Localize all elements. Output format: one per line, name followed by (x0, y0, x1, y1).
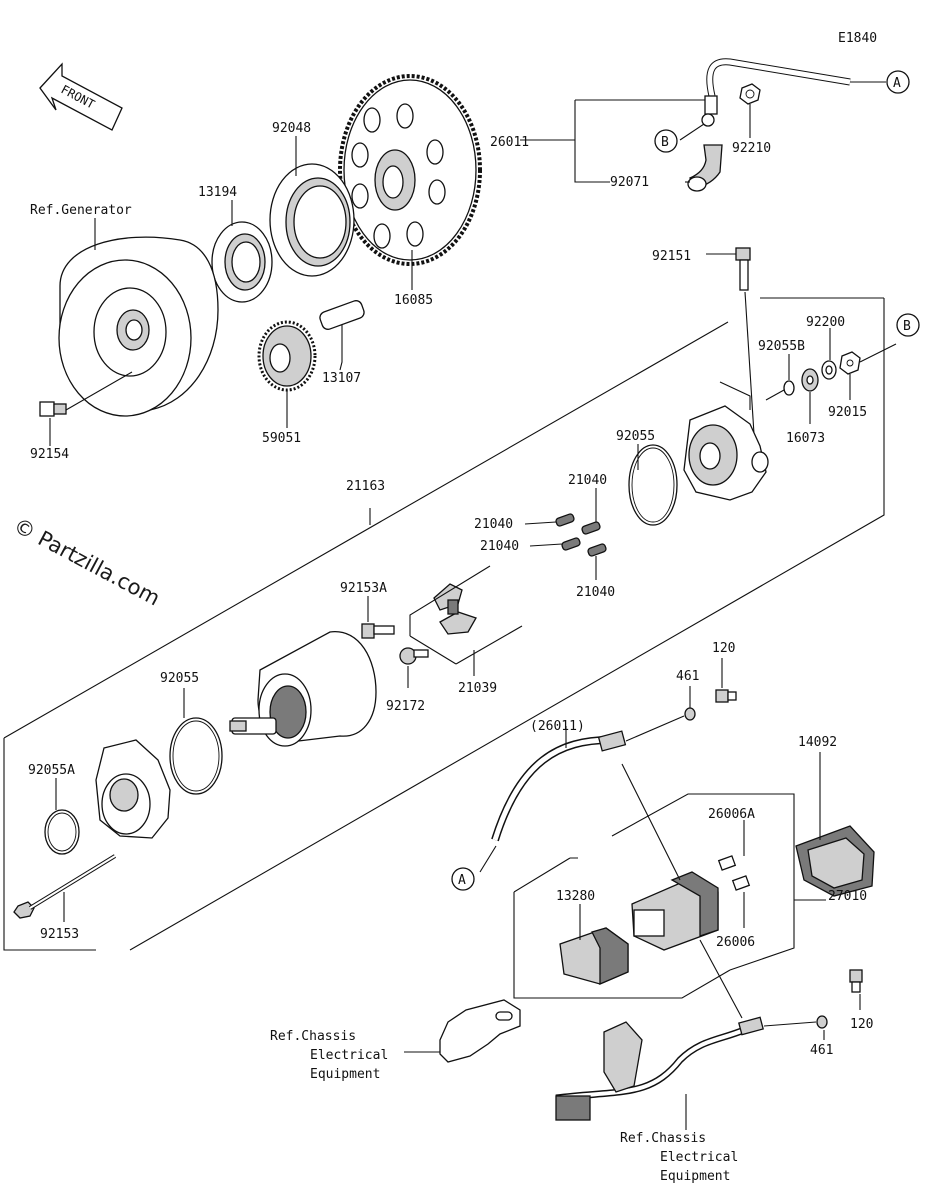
label-461-top: 461 (676, 669, 699, 684)
label-92151: 92151 (652, 249, 691, 264)
o-ring-92055A-icon (44, 809, 80, 855)
label-ref-chassis-2-line1: Ref.Chassis (620, 1131, 706, 1146)
label-92055-bottom: 92055 (160, 671, 199, 686)
long-bolt-92153-icon (13, 854, 117, 919)
label-13194: 13194 (198, 185, 237, 200)
label-120-top: 120 (712, 641, 735, 656)
one-way-clutch-13194-icon (211, 221, 273, 303)
callout-a-bottom: A (451, 867, 475, 891)
bolt-92151-icon (735, 247, 751, 291)
idle-gear-59051-icon (257, 320, 317, 392)
label-21040-a: 21040 (568, 473, 607, 488)
label-120-bottom: 120 (850, 1017, 873, 1032)
fuse-26006-icon (731, 875, 751, 891)
label-92055A: 92055A (28, 763, 75, 778)
clutch-housing-92048-icon (269, 163, 355, 277)
bolt-92153A-icon (361, 623, 395, 639)
svg-text:B: B (661, 135, 669, 150)
bolt-120-bottom-icon (849, 969, 863, 993)
callout-a-top: A (886, 70, 910, 94)
o-ring-92055-bottom-icon (169, 717, 223, 795)
battery-lead-bottom-icon (555, 1016, 764, 1121)
label-461-bottom: 461 (810, 1043, 833, 1058)
label-92154: 92154 (30, 447, 69, 462)
flywheel-generator-icon (58, 236, 219, 417)
label-ref-chassis-2-line3: Equipment (660, 1169, 730, 1184)
figure-code: E1840 (838, 31, 877, 46)
relay-13280-icon (559, 927, 629, 985)
spring-21040-b-icon (581, 521, 601, 535)
spring-21040-d-icon (587, 543, 607, 557)
label-92200: 92200 (806, 315, 845, 330)
spring-21040-c-icon (561, 537, 581, 551)
motor-yoke-icon (229, 631, 377, 747)
label-16073: 16073 (786, 431, 825, 446)
watermark: © Partzilla.com (10, 513, 164, 610)
svg-text:B: B (903, 319, 911, 334)
starter-gear-16085-icon (338, 74, 482, 266)
spring-21040-a-icon (555, 513, 575, 527)
end-cover-front-icon (95, 739, 171, 839)
label-ref-chassis-2-line2: Electrical (660, 1150, 738, 1165)
label-92055-top: 92055 (616, 429, 655, 444)
label-ref-chassis-1-line1: Ref.Chassis (270, 1029, 356, 1044)
label-13107: 13107 (322, 371, 361, 386)
relay-cover-14092-icon (795, 825, 875, 897)
end-cover-rear-icon (683, 405, 769, 501)
label-ref-chassis-1-line2: Electrical (310, 1048, 388, 1063)
starter-relay-27010-icon (631, 871, 719, 951)
label-92153A: 92153A (340, 581, 387, 596)
o-ring-92055-top-icon (628, 444, 678, 526)
nut-92015-icon (839, 351, 861, 375)
label-14092: 14092 (798, 735, 837, 750)
callout-b-top: B (654, 129, 678, 153)
label-21163: 21163 (346, 479, 385, 494)
brush-holder-21039-icon (433, 583, 477, 635)
label-ref-generator: Ref.Generator (30, 203, 132, 218)
label-92055B: 92055B (758, 339, 805, 354)
washer-16073-icon (801, 368, 819, 392)
label-92015: 92015 (828, 405, 867, 420)
label-27010: 27010 (828, 889, 867, 904)
label-92172: 92172 (386, 699, 425, 714)
washer-92200-icon (821, 360, 837, 380)
label-21040-c: 21040 (480, 539, 519, 554)
label-92071: 92071 (610, 175, 649, 190)
callout-b-mid: B (896, 313, 920, 337)
label-21039: 21039 (458, 681, 497, 696)
fuse-26006A-icon (717, 855, 737, 871)
label-26006A: 26006A (708, 807, 755, 822)
label-26011: 26011 (490, 135, 529, 150)
label-92153: 92153 (40, 927, 79, 942)
label-26006: 26006 (716, 935, 755, 950)
label-16085: 16085 (394, 293, 433, 308)
relay-bracket-icon (439, 999, 521, 1063)
svg-text:A: A (893, 76, 901, 91)
bolt-92154-icon (39, 401, 67, 417)
washer-461-bottom-icon (816, 1015, 828, 1029)
label-13280: 13280 (556, 889, 595, 904)
label-21040-b: 21040 (474, 517, 513, 532)
washer-92055B-icon (783, 380, 795, 396)
label-92210: 92210 (732, 141, 771, 156)
label-26011-paren: (26011) (530, 719, 585, 734)
starter-lead-26011-icon (491, 730, 627, 842)
bolt-120-top-icon (715, 689, 737, 703)
svg-text:A: A (458, 873, 466, 888)
label-21040-d: 21040 (576, 585, 615, 600)
label-59051: 59051 (262, 431, 301, 446)
screw-92172-icon (399, 647, 429, 665)
battery-lead-top (687, 58, 851, 192)
nut-92210-icon (739, 83, 761, 105)
front-arrow-icon: FRONT (39, 62, 123, 131)
washer-461-top-icon (684, 707, 696, 721)
shaft-13107-icon (319, 300, 365, 330)
label-ref-chassis-1-line3: Equipment (310, 1067, 380, 1082)
label-92048: 92048 (272, 121, 311, 136)
